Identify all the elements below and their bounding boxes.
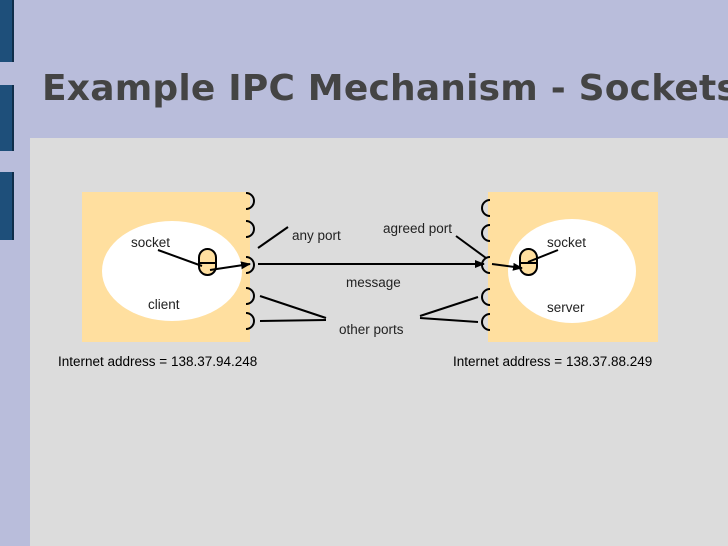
- port-icon: [245, 220, 255, 238]
- port-icon: [245, 256, 255, 274]
- sidebar-tab-3: [0, 172, 14, 240]
- client-socket-label: socket: [131, 235, 171, 250]
- server-socket-pointer: [527, 249, 559, 263]
- port-icon: [245, 312, 255, 330]
- port-icon: [481, 199, 491, 217]
- port-icon: [245, 287, 255, 305]
- server-socket-label: socket: [547, 235, 587, 250]
- server-process-label: server: [547, 300, 585, 315]
- client-process-ellipse: [102, 221, 242, 321]
- message-label: message: [346, 275, 401, 290]
- port-icon: [245, 192, 255, 210]
- client-port-icons: [245, 192, 255, 330]
- server-process-ellipse: [508, 219, 636, 323]
- slide-title: Example IPC Mechanism - Sockets: [42, 68, 728, 109]
- client-process-label: client: [148, 297, 180, 312]
- other-ports-label: other ports: [339, 322, 404, 337]
- port-icon: [481, 288, 491, 306]
- sidebar-tab-1: [0, 0, 14, 62]
- other-ports-pointers: [259, 295, 479, 323]
- client-address-label: Internet address = 138.37.94.248: [58, 354, 258, 369]
- any-port-pointer: [257, 226, 289, 249]
- port-to-server-arrow: [491, 262, 523, 271]
- port-icon: [481, 224, 491, 242]
- sidebar-tab-2: [0, 85, 14, 151]
- agreed-port-pointer: [455, 235, 487, 259]
- server-address-label: Internet address = 138.37.88.249: [453, 354, 653, 369]
- agreed-port-label: agreed port: [383, 221, 453, 236]
- port-icon: [481, 313, 491, 331]
- client-to-port-arrow: [209, 261, 251, 271]
- client-socket-pointer: [157, 249, 203, 267]
- any-port-label: any port: [292, 228, 341, 243]
